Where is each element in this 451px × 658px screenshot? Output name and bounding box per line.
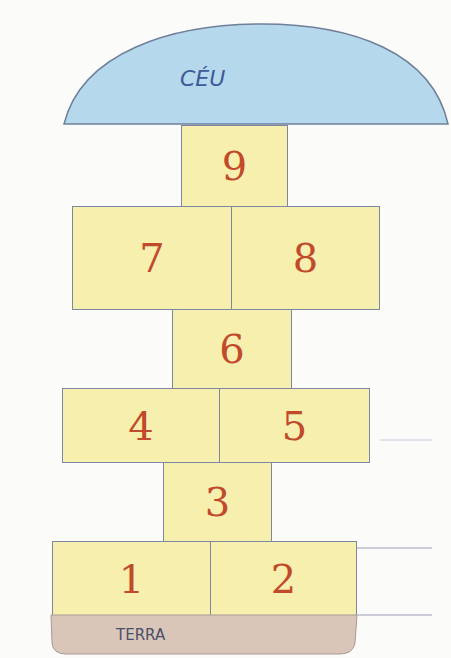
- hopscotch-square: 1: [52, 541, 211, 616]
- hopscotch-square: 8: [231, 206, 380, 310]
- square-number: 6: [219, 327, 244, 371]
- ruled-line: [380, 440, 432, 441]
- earth-outline: [50, 615, 358, 655]
- sky-label: CÉU: [180, 67, 225, 91]
- ruled-line: [357, 615, 432, 616]
- earth-label: TERRA: [116, 627, 165, 644]
- square-number: 7: [139, 236, 164, 280]
- hopscotch-square: 3: [163, 462, 272, 542]
- ruled-line: [357, 548, 432, 549]
- square-number: 5: [282, 404, 307, 448]
- hopscotch-square: 5: [219, 388, 370, 463]
- earth-ground: TERRA: [50, 615, 358, 655]
- hopscotch-square: 7: [72, 206, 232, 310]
- sky-dome-outline: [62, 22, 450, 126]
- hopscotch-square: 4: [62, 388, 220, 463]
- square-number: 2: [271, 557, 296, 601]
- square-number: 4: [128, 404, 153, 448]
- hopscotch-square: 9: [181, 125, 288, 207]
- hopscotch-square: 6: [172, 309, 292, 389]
- square-number: 1: [119, 557, 144, 601]
- hopscotch-square: 2: [210, 541, 357, 616]
- sky-dome: CÉU: [62, 22, 450, 126]
- square-number: 9: [222, 144, 247, 188]
- square-number: 8: [293, 236, 318, 280]
- square-number: 3: [205, 480, 230, 524]
